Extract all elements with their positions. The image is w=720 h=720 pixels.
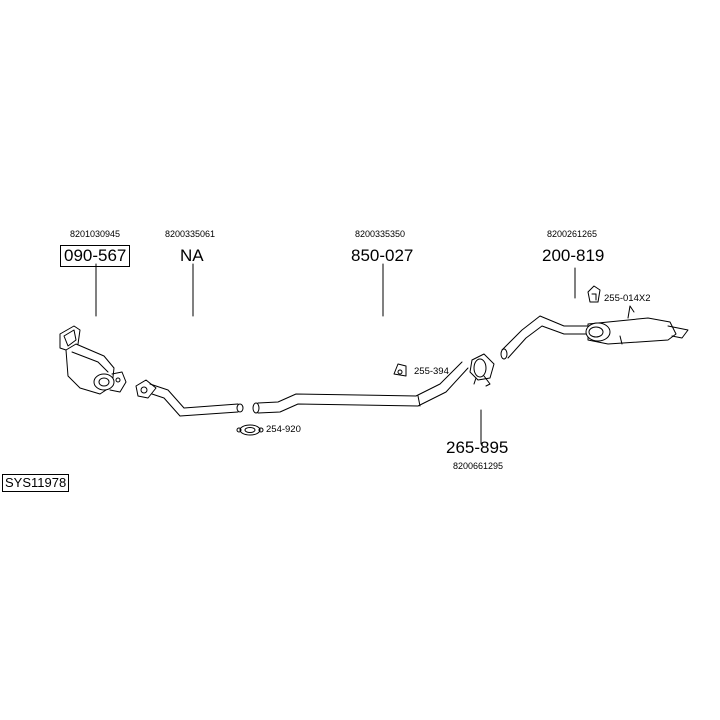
rear-silencer-part (500, 305, 689, 360)
oem-number-front-pipe: 8200335061 (165, 229, 216, 239)
oem-number-rear-silencer: 8200261265 (547, 229, 598, 239)
system-code-label: SYS11978 (2, 474, 70, 492)
part-number-middle-pipe[interactable]: 850-027 (351, 246, 414, 265)
accessory-code-rubber-mount[interactable]: 255-394 (414, 366, 449, 377)
accessory-code-gasket[interactable]: 254-920 (266, 424, 301, 435)
oem-number-clamp: 8200661295 (453, 461, 504, 471)
clamp-part (469, 353, 495, 387)
part-number-rear-silencer[interactable]: 200-819 (542, 246, 605, 265)
part-number-front-pipe[interactable]: NA (180, 246, 204, 265)
front-pipe-part (135, 379, 244, 417)
rubber-mount-255-394 (393, 363, 407, 377)
middle-pipe-part (252, 361, 469, 414)
oem-number-catalyst: 8201030945 (70, 229, 121, 239)
part-number-catalyst[interactable]: 090-567 (60, 245, 131, 267)
mounting-rubber-255-014x2 (587, 285, 601, 303)
oem-number-middle-pipe: 8200335350 (355, 229, 406, 239)
part-number-clamp[interactable]: 265-895 (446, 438, 509, 457)
gasket-254-920 (236, 424, 264, 436)
catalytic-converter-part (59, 325, 127, 395)
accessory-code-mounting-rubber[interactable]: 255-014X2 (604, 293, 651, 304)
